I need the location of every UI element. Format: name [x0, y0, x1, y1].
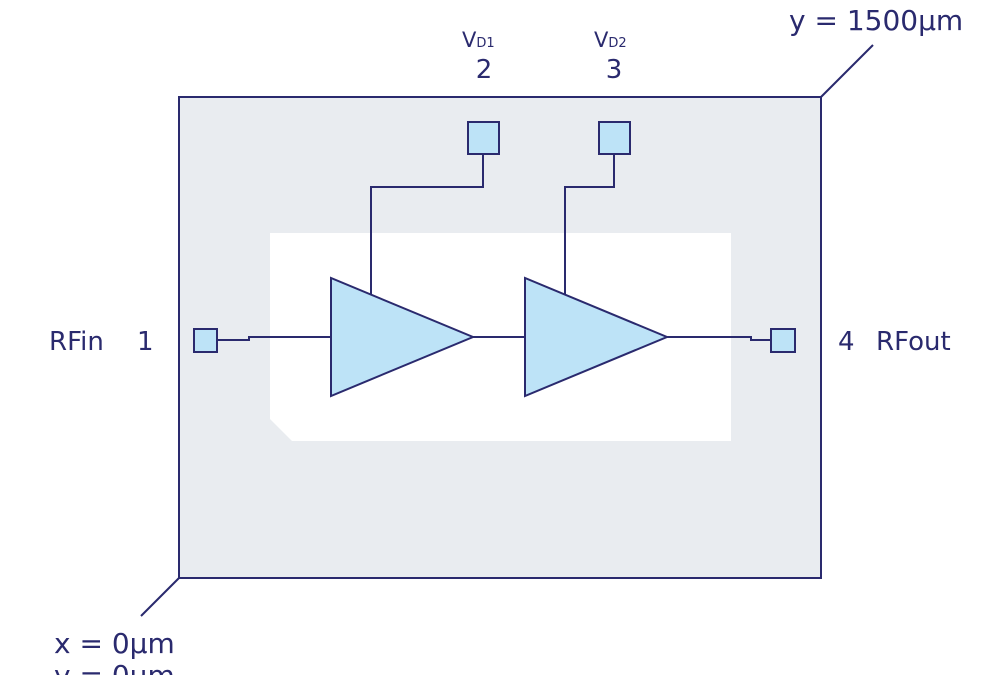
rf-in-trace — [217, 336, 331, 341]
top-right-y-coordinate: y = 1500µm — [789, 4, 963, 37]
pad-rf-in — [193, 328, 218, 353]
vd1-label: VD1 — [462, 28, 495, 52]
pad-vd1 — [467, 121, 500, 155]
amplifier-stage-2-icon — [524, 276, 670, 398]
vd2-label: VD2 — [594, 28, 627, 52]
rf-in-label: RFin — [49, 327, 104, 357]
rf-out-label: RFout — [876, 327, 951, 357]
pad-vd2 — [598, 121, 631, 155]
amplifier-stage-1-icon — [330, 276, 476, 398]
rf-in-pin-number: 1 — [137, 327, 154, 357]
bottom-left-y-coordinate: y = 0µm — [54, 659, 175, 675]
bottom-left-x-coordinate: x = 0µm — [54, 627, 175, 660]
top-right-leader-line — [820, 44, 874, 98]
vd2-trace — [564, 154, 615, 294]
rf-out-pin-number: 4 — [838, 327, 855, 357]
rf-out-trace — [667, 336, 771, 341]
bottom-left-leader-line — [140, 577, 180, 617]
vd1-trace — [370, 154, 484, 294]
vd2-pin-number: 3 — [606, 55, 623, 85]
vd1-pin-number: 2 — [476, 55, 493, 85]
pad-rf-out — [770, 328, 796, 353]
